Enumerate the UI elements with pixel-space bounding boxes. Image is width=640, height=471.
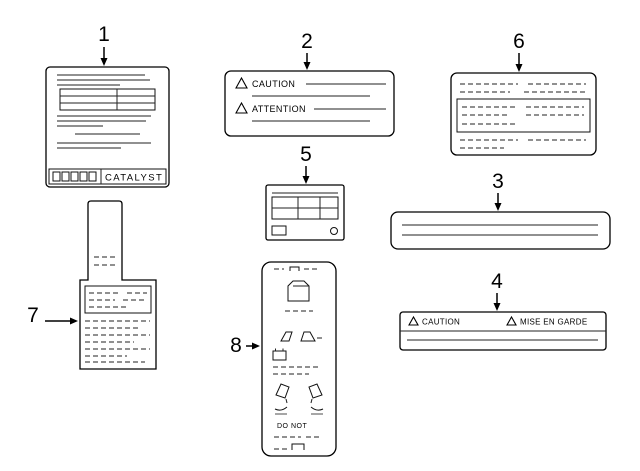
warning-triangle-icon [506, 315, 517, 326]
label-3-text-lines [402, 224, 598, 236]
label-4-caution: CAUTION [408, 315, 460, 327]
arrow-1 [100, 47, 108, 66]
do-not-text: DO NOT [277, 423, 307, 430]
label-5-table [271, 192, 339, 220]
label-4-caution-label: CAUTION MISE EN GARDE [399, 311, 607, 351]
label-1-text-lines-mid [57, 115, 151, 149]
catalyst-text: CATALYST [105, 173, 163, 184]
label-1-text-lines-top [57, 74, 150, 86]
label-5-small-box [271, 225, 287, 236]
label-8-battery-icon [272, 348, 287, 361]
label-6-table-dashes [462, 106, 584, 125]
label-5-small-label [265, 184, 345, 241]
arrow-2 [303, 53, 311, 70]
label-8-do-not: DO NOT [277, 423, 307, 430]
warning-triangle-icon [235, 76, 248, 89]
arrow-4 [493, 293, 501, 311]
arrow-5 [302, 166, 310, 184]
callout-7: 7 [27, 304, 39, 327]
arrow-7 [45, 317, 78, 325]
label-3-strip-label [390, 211, 611, 250]
callout-3: 3 [492, 170, 504, 193]
arrow-6 [515, 53, 523, 72]
mise-en-garde-text: MISE EN GARDE [520, 318, 587, 327]
label-8-top-glyphs [274, 266, 317, 271]
label-6-dashed-bottom [460, 139, 586, 149]
label-4-mise-en-garde: MISE EN GARDE [506, 315, 587, 327]
callout-5: 5 [300, 143, 312, 166]
label-8-hand-icons [274, 383, 324, 415]
warning-triangle-icon [408, 315, 419, 326]
caution-text: CAUTION [422, 318, 460, 327]
label-6-info-label [450, 72, 597, 156]
label-8-picto-row [280, 331, 324, 342]
callout-8: 8 [230, 334, 242, 357]
callout-2: 2 [301, 30, 313, 53]
callout-1: 1 [98, 23, 110, 46]
warning-triangle-icon [235, 101, 248, 114]
small-bracket-icon [289, 266, 300, 271]
label-1-catalyst-label: CATALYST [45, 66, 170, 188]
label-7-body-dashes [85, 320, 150, 363]
small-pictogram-icon [280, 331, 293, 342]
pouring-hand-icon [274, 383, 290, 415]
pouring-hand-icon [308, 383, 324, 415]
label-7-tag-label [79, 200, 157, 370]
arrow-8 [246, 342, 260, 350]
label-7-neck-dashes [94, 256, 117, 266]
label-1-spec-table [59, 88, 156, 111]
callout-4: 4 [491, 270, 503, 293]
small-bracket-icon [291, 443, 305, 450]
label-2-caution-row: CAUTION [235, 76, 386, 97]
attention-text: ATTENTION [252, 104, 306, 114]
label-5-circle-mark [330, 227, 338, 235]
label-1-catalyst-strip: CATALYST [48, 168, 167, 185]
label-2-caution-label: CAUTION ATTENTION [224, 70, 395, 137]
label-7-outline [79, 200, 157, 370]
arrow-3 [494, 193, 502, 211]
label-2-attention-row: ATTENTION [235, 101, 386, 122]
small-pictogram-icon [300, 331, 316, 342]
label-8-bottom [274, 436, 321, 450]
label-6-dashed-top [460, 83, 586, 93]
label-6-table [456, 98, 591, 133]
label-8-dashes-mid [273, 366, 321, 375]
label-7-body-box-dashes [89, 292, 147, 308]
label-8-container-icon [287, 280, 310, 302]
callout-6: 6 [513, 30, 525, 53]
caution-text: CAUTION [252, 79, 295, 89]
label-8-pictogram-label: DO NOT [261, 261, 337, 457]
label-7-body-box [84, 285, 152, 314]
